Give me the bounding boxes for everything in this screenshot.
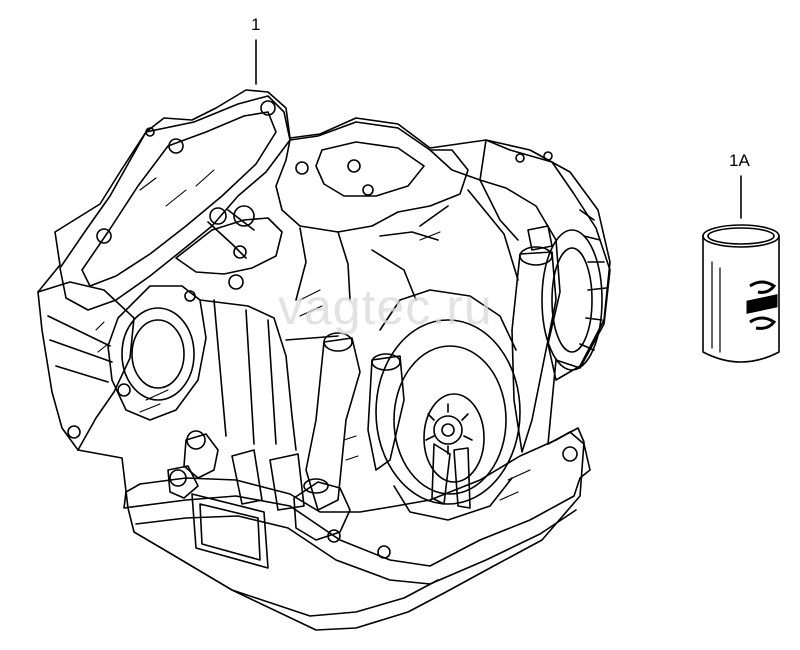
case-upper-ribs xyxy=(295,205,449,301)
case-side-web xyxy=(199,299,339,451)
cooler-line-fittings xyxy=(167,430,305,511)
selector-lever-pivot xyxy=(209,207,227,225)
selector-lever xyxy=(175,217,283,275)
selector-lever-nut xyxy=(233,205,255,227)
flange-bolt-hole xyxy=(260,100,276,116)
case-bolt xyxy=(362,184,374,196)
watermark: vagtec.ru xyxy=(278,279,493,335)
case-top-deck xyxy=(275,121,469,233)
bell-lower-section xyxy=(37,281,135,451)
bell-housing-inner xyxy=(81,111,277,287)
selector-lever-bolt xyxy=(228,274,244,290)
final-drive-cover xyxy=(375,289,521,521)
flange-bolt-hole xyxy=(168,138,184,154)
shading-strokes xyxy=(95,169,531,501)
center-bosses xyxy=(305,225,557,511)
callout-label-1a: 1A xyxy=(729,151,750,170)
case-bolt xyxy=(347,159,361,173)
selector-lever-arm xyxy=(207,209,255,259)
can-body xyxy=(702,235,780,363)
selector-lever-bolt xyxy=(233,245,247,259)
can-logo xyxy=(744,276,780,334)
bell-ribs xyxy=(47,315,113,383)
case-bolt xyxy=(295,161,309,175)
valve-body-top xyxy=(315,141,425,197)
callout-label-1: 1 xyxy=(251,15,261,34)
flange-bolt-hole xyxy=(67,425,81,439)
right-end-housing xyxy=(429,139,611,381)
flange-bolt-hole xyxy=(96,228,112,244)
left-drive-flange xyxy=(107,285,207,421)
case-bolt xyxy=(515,153,525,163)
solenoid-connector xyxy=(293,478,351,541)
speed-sensor-gear xyxy=(425,403,473,509)
type-plate xyxy=(191,493,269,569)
oil-pan xyxy=(123,431,591,617)
atf-oil-can-drawing xyxy=(702,224,780,363)
can-top-inner xyxy=(707,227,775,245)
can-shading xyxy=(711,261,721,353)
flange-bolt-hole xyxy=(145,127,155,137)
bell-housing-flange xyxy=(59,95,291,311)
automatic-transmission-drawing xyxy=(37,89,611,631)
transmission-housing-outline xyxy=(37,89,611,631)
